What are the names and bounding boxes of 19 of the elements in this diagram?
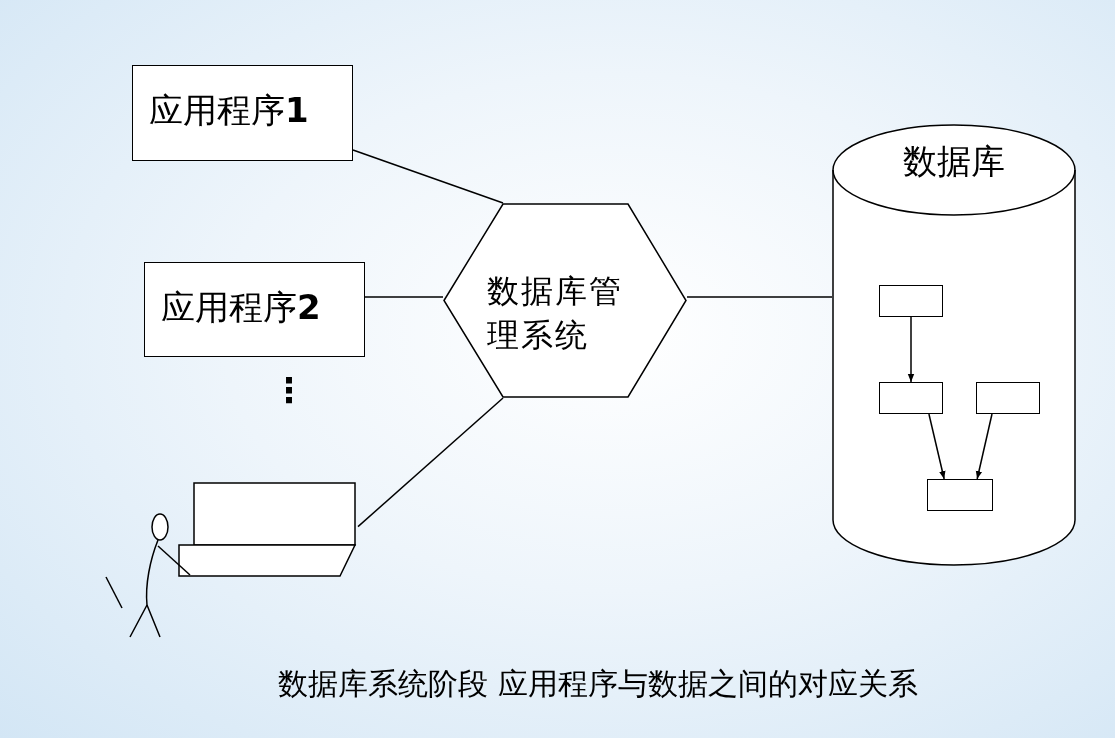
process-box [927,479,993,511]
ellipsis-mark: ⋮ [272,370,306,410]
process-box [879,382,943,414]
arrow [975,413,993,480]
connector-line [357,397,504,528]
node-label: 数据库管理系统 [487,271,624,356]
node-label: 数据库 [902,140,1006,183]
arrow [907,316,915,383]
arrow [928,413,946,480]
connector-line [352,149,504,204]
connector-line [686,296,833,298]
node-label: 应用程序1 [149,89,309,132]
process-box [144,262,365,357]
process-box [132,65,353,161]
process-box [879,285,943,317]
caption: 数据库系统阶段 应用程序与数据之间的对应关系 [278,665,918,703]
connector-line [364,296,444,298]
process-box [976,382,1040,414]
node-label: 应用程序2 [161,286,321,329]
